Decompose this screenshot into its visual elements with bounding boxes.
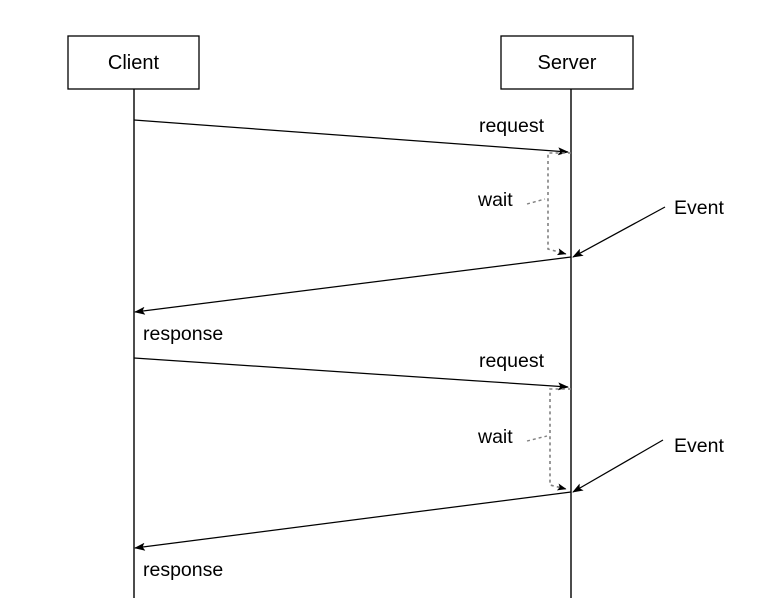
- wait-leader-tick-2: [526, 435, 548, 442]
- participant-box-client[interactable]: [67, 35, 200, 90]
- participant-server[interactable]: Server: [500, 35, 634, 90]
- participant-label-server: Server: [538, 52, 597, 74]
- message-request-1[interactable]: request: [133, 115, 569, 156]
- participant-client[interactable]: Client: [67, 35, 200, 90]
- message-response-2[interactable]: response: [134, 491, 572, 581]
- message-label-wait-2: wait: [477, 426, 513, 448]
- message-label-response-2: response: [143, 559, 223, 581]
- message-arrow-request-2[interactable]: [133, 357, 569, 391]
- message-label-request-1: request: [479, 115, 545, 137]
- message-arrow-response-1[interactable]: [134, 256, 572, 315]
- message-request-2[interactable]: request: [133, 350, 569, 391]
- message-label-event-2: Event: [674, 435, 724, 457]
- message-event-1[interactable]: Event: [572, 197, 724, 258]
- message-label-wait-1: wait: [477, 189, 513, 211]
- message-label-response-1: response: [143, 323, 223, 345]
- message-loop-wait-1[interactable]: [547, 152, 571, 256]
- message-wait-1[interactable]: wait: [477, 152, 571, 256]
- lifelines-group: [133, 89, 572, 598]
- message-loop-wait-2[interactable]: [549, 388, 571, 491]
- message-arrow-event-1[interactable]: [572, 206, 666, 258]
- message-arrow-request-1[interactable]: [133, 119, 569, 156]
- wait-leader-tick-1: [526, 198, 546, 205]
- message-event-2[interactable]: Event: [572, 435, 724, 493]
- message-arrow-response-2[interactable]: [134, 491, 572, 551]
- message-wait-2[interactable]: wait: [477, 388, 571, 491]
- message-arrow-event-2[interactable]: [572, 439, 664, 493]
- message-response-1[interactable]: response: [134, 256, 572, 345]
- message-label-event-1: Event: [674, 197, 724, 219]
- message-label-request-2: request: [479, 350, 545, 372]
- participant-label-client: Client: [108, 52, 160, 74]
- participant-box-server[interactable]: [500, 35, 634, 90]
